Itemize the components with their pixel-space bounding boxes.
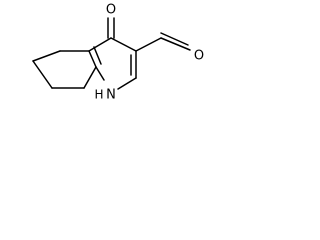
- bond-cho-o: [160, 37, 191, 51]
- bond-c2-n1: [117, 77, 137, 90]
- ring-nitrogen-label: N: [106, 88, 116, 103]
- bond-c7-c7a: [83, 66, 97, 89]
- ketone-oxygen-label: O: [106, 3, 116, 18]
- bond-c4a-c7a-double: [93, 46, 102, 65]
- bond-c3-cho: [135, 37, 162, 52]
- bond-c5-c4a-connector: [32, 50, 61, 62]
- nitrogen-hydrogen-label: H: [94, 88, 103, 102]
- bond-c4a-c4: [88, 37, 112, 52]
- bond-c4a-c7a: [88, 50, 97, 68]
- chemical-structure-diagram: O O N H: [0, 0, 212, 148]
- diagram-background: [0, 0, 212, 148]
- bond-c4-c3: [110, 37, 137, 52]
- bond-cho-o-double: [160, 32, 189, 46]
- bond-c7a-n1: [95, 66, 105, 81]
- aldehyde-oxygen-label: O: [194, 49, 204, 64]
- bond-c5-c6: [32, 60, 53, 89]
